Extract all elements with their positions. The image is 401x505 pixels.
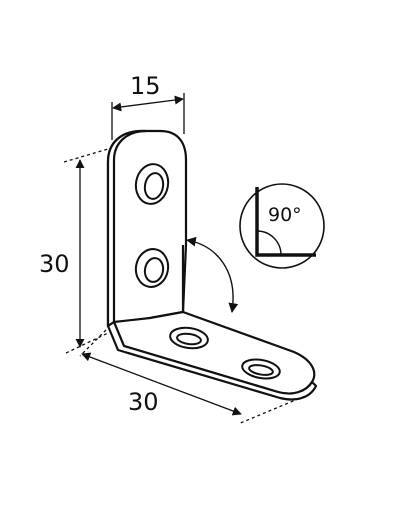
- angle-arc: [186, 236, 239, 313]
- vertical-plate-holes: [134, 163, 170, 288]
- horizontal-plate-edge: [106, 320, 318, 401]
- vertical-plate: [106, 129, 188, 328]
- length-label: 30: [128, 388, 159, 416]
- right-angle-corner: [255, 187, 316, 257]
- height-dimension: [63, 148, 109, 354]
- length-extension-right: [237, 393, 311, 425]
- length-extension-left: [79, 329, 107, 357]
- right-angle-callout: 90°: [239, 183, 325, 269]
- height-extension-top: [63, 148, 109, 163]
- height-extension-bottom: [65, 332, 109, 354]
- height-label: 30: [39, 250, 70, 278]
- width-dimension: [111, 93, 185, 140]
- width-label: 15: [130, 72, 161, 100]
- vertical-plate-edge: [106, 129, 148, 328]
- width-dimension-line: [112, 95, 184, 112]
- angle-label: 90°: [268, 204, 302, 226]
- right-angle-arc: [256, 230, 282, 256]
- horizontal-plate-holes: [169, 326, 281, 380]
- length-dimension: [79, 329, 311, 425]
- length-dimension-line: [81, 352, 242, 416]
- callout-circle: [239, 183, 325, 269]
